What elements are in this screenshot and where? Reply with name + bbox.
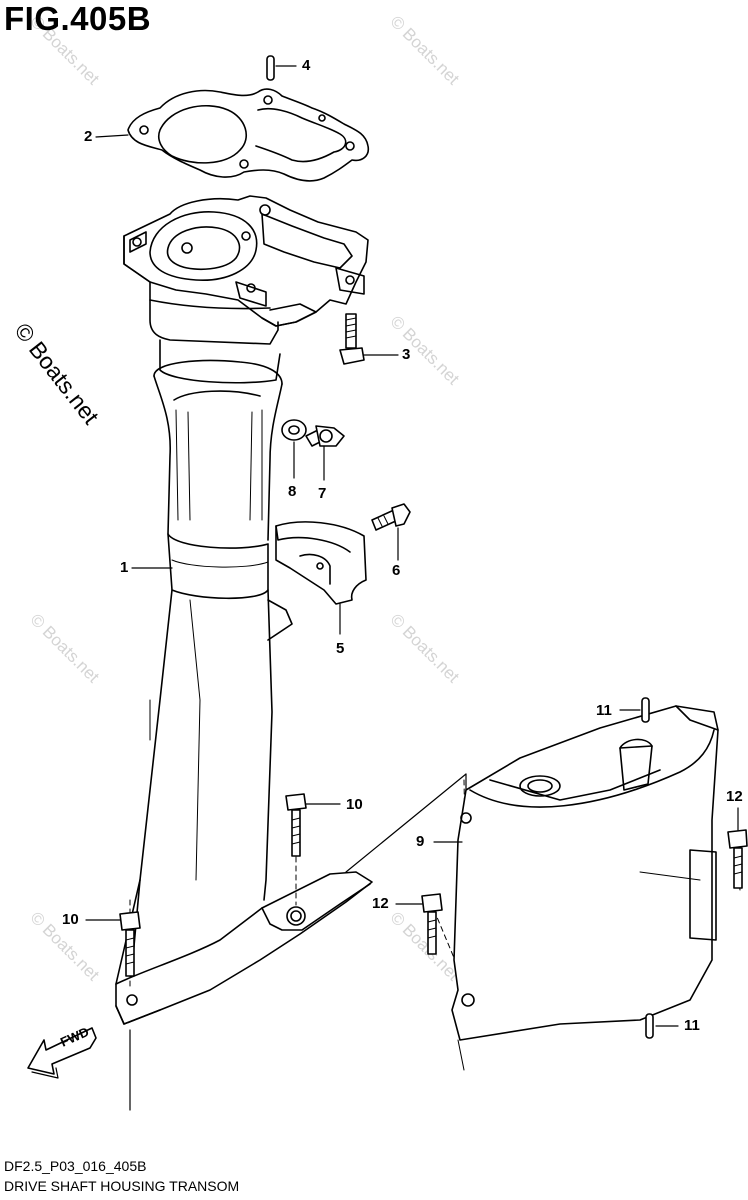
part-12-bolt-right xyxy=(727,807,748,889)
part-9-transom-cover xyxy=(433,705,719,1071)
callout-1: 1 xyxy=(120,559,129,576)
callout-5: 5 xyxy=(336,640,345,657)
callout-12-right: 12 xyxy=(726,788,743,805)
part-5-clamp xyxy=(275,521,367,635)
part-8-washer xyxy=(281,419,307,479)
part-11-pin-upper xyxy=(619,697,650,723)
callout-10-upper: 10 xyxy=(346,796,363,813)
fwd-arrow xyxy=(27,1027,97,1079)
callout-11-lower: 11 xyxy=(684,1017,700,1034)
callout-2: 2 xyxy=(84,128,93,145)
callout-11-upper: 11 xyxy=(596,702,612,719)
part-10-bolt-upper xyxy=(285,793,341,857)
callout-7: 7 xyxy=(318,485,327,502)
part-1-drive-shaft-housing xyxy=(115,195,373,1025)
figure-title: FIG.405B xyxy=(4,0,152,37)
callout-8: 8 xyxy=(288,483,297,500)
callout-4: 4 xyxy=(302,57,311,74)
figure-code: DF2.5_P03_016_405B xyxy=(4,1158,147,1174)
part-10-bolt-lower xyxy=(85,911,141,977)
callout-10-lower: 10 xyxy=(62,911,79,928)
callout-12-left: 12 xyxy=(372,895,389,912)
figure-caption: DRIVE SHAFT HOUSING TRANSOM xyxy=(4,1178,240,1194)
part-11-pin-lower xyxy=(645,1013,679,1039)
part-2-gasket xyxy=(95,88,370,182)
part-6-bolt xyxy=(371,503,411,561)
callout-6: 6 xyxy=(392,562,401,579)
part-7-plug-screw xyxy=(305,425,345,481)
callout-3: 3 xyxy=(402,346,411,363)
part-4-dowel-pin xyxy=(266,55,297,81)
callout-9: 9 xyxy=(416,833,425,850)
part-3-bolt xyxy=(339,313,399,365)
part-12-bolt-left xyxy=(395,893,443,955)
